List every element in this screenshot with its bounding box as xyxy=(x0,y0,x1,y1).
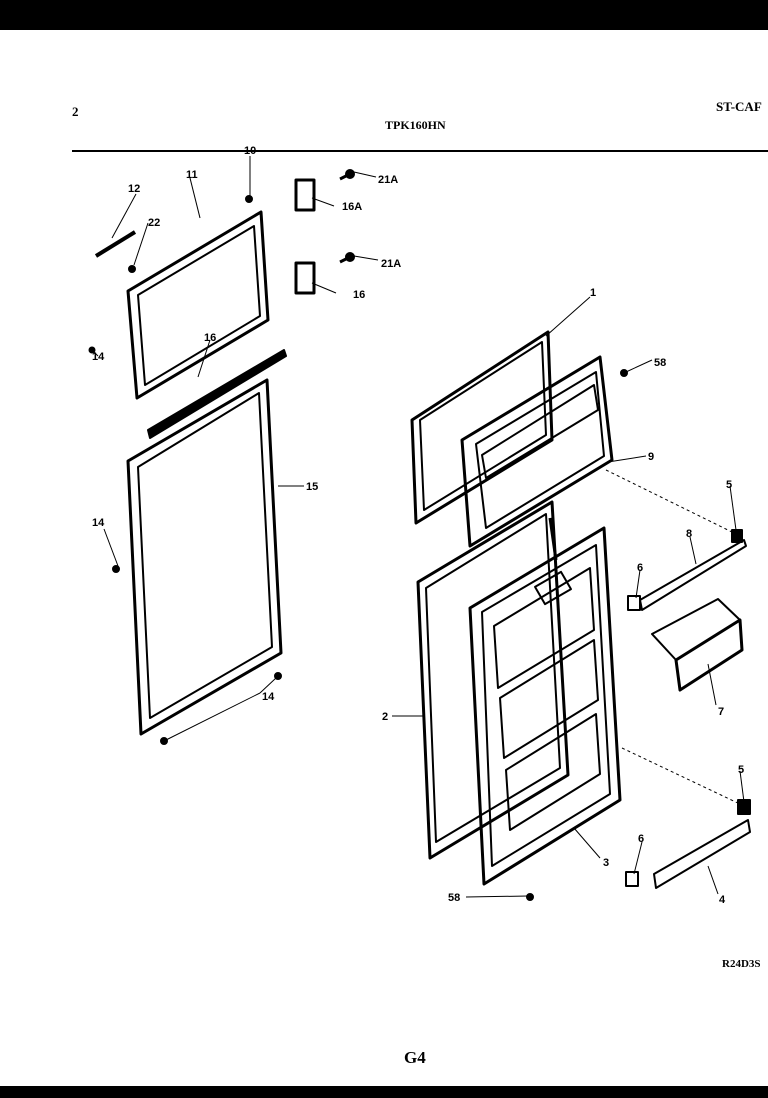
callout-5-upper: 5 xyxy=(726,479,732,491)
callout-16-upper: 16 xyxy=(353,289,365,301)
fresh-food-gasket xyxy=(126,378,283,736)
screw-10 xyxy=(245,195,253,203)
callout-5-lower: 5 xyxy=(738,764,744,776)
callout-58-upper: 58 xyxy=(654,357,666,369)
model-number: TPK160HN xyxy=(385,118,446,132)
page-code: G4 xyxy=(404,1048,426,1067)
clip-5-lower xyxy=(737,799,751,815)
callout-1: 1 xyxy=(590,287,596,299)
plug-14-c xyxy=(274,672,282,680)
page-number: 2 xyxy=(72,104,79,119)
callout-4: 4 xyxy=(719,894,726,906)
section-code: ST-CAF xyxy=(716,99,762,114)
callout-16A: 16A xyxy=(342,201,362,213)
callout-11: 11 xyxy=(186,169,198,181)
hinge-cover-16 xyxy=(294,261,316,295)
screw-58-lower xyxy=(526,893,534,901)
freezer-door-gasket-1 xyxy=(410,330,554,525)
breaker-strip xyxy=(147,349,287,439)
callout-2: 2 xyxy=(382,711,388,723)
projection-lines xyxy=(605,469,743,806)
screw-21A-lower xyxy=(339,252,355,264)
callout-14-middle: 14 xyxy=(92,517,105,529)
hinge-cover-16A xyxy=(294,178,316,212)
leader-lines xyxy=(91,156,745,898)
callout-58-lower: 58 xyxy=(448,892,460,904)
fresh-food-door-gasket-2 xyxy=(416,500,570,860)
header-rule xyxy=(72,150,768,152)
screw-21A-upper xyxy=(339,169,355,181)
clip-6-upper xyxy=(627,595,641,611)
screw-58-upper xyxy=(620,369,628,377)
clip-5-upper xyxy=(731,529,743,543)
callout-9: 9 xyxy=(648,451,654,463)
callout-21A-lower: 21A xyxy=(381,258,401,270)
shelf-rail-8 xyxy=(639,539,747,611)
screw-22 xyxy=(128,265,136,273)
handle-part xyxy=(94,230,137,258)
diagram-sheet: 2 TPK160HN ST-CAF R24D3S G4 xyxy=(0,30,768,1086)
dairy-door-7 xyxy=(651,598,744,692)
freezer-gasket xyxy=(126,210,270,400)
callout-6-upper: 6 xyxy=(637,562,643,574)
callout-15: 15 xyxy=(306,481,318,493)
callout-21A-upper: 21A xyxy=(378,174,398,186)
callout-6-lower: 6 xyxy=(638,833,644,845)
freezer-door-liner-9 xyxy=(460,355,614,548)
callout-12: 12 xyxy=(128,183,140,195)
clip-6-lower xyxy=(625,871,639,887)
plug-14-b xyxy=(112,565,120,573)
callout-7: 7 xyxy=(718,706,724,718)
shelf-rail-4 xyxy=(653,819,751,889)
plug-14-d xyxy=(160,737,168,745)
callout-10: 10 xyxy=(244,145,256,157)
callout-14-upper: 14 xyxy=(92,351,105,363)
callout-labels: 12 11 22 10 21A 16A 21A 16 14 16 15 14 1… xyxy=(92,145,744,906)
callout-8: 8 xyxy=(686,528,692,540)
callout-16-lower: 16 xyxy=(204,332,216,344)
fresh-food-door-liner-3 xyxy=(468,526,622,886)
callout-22: 22 xyxy=(148,217,160,229)
callout-3: 3 xyxy=(603,857,609,869)
callout-14-lower: 14 xyxy=(262,691,275,703)
ref-code: R24D3S xyxy=(722,958,761,970)
